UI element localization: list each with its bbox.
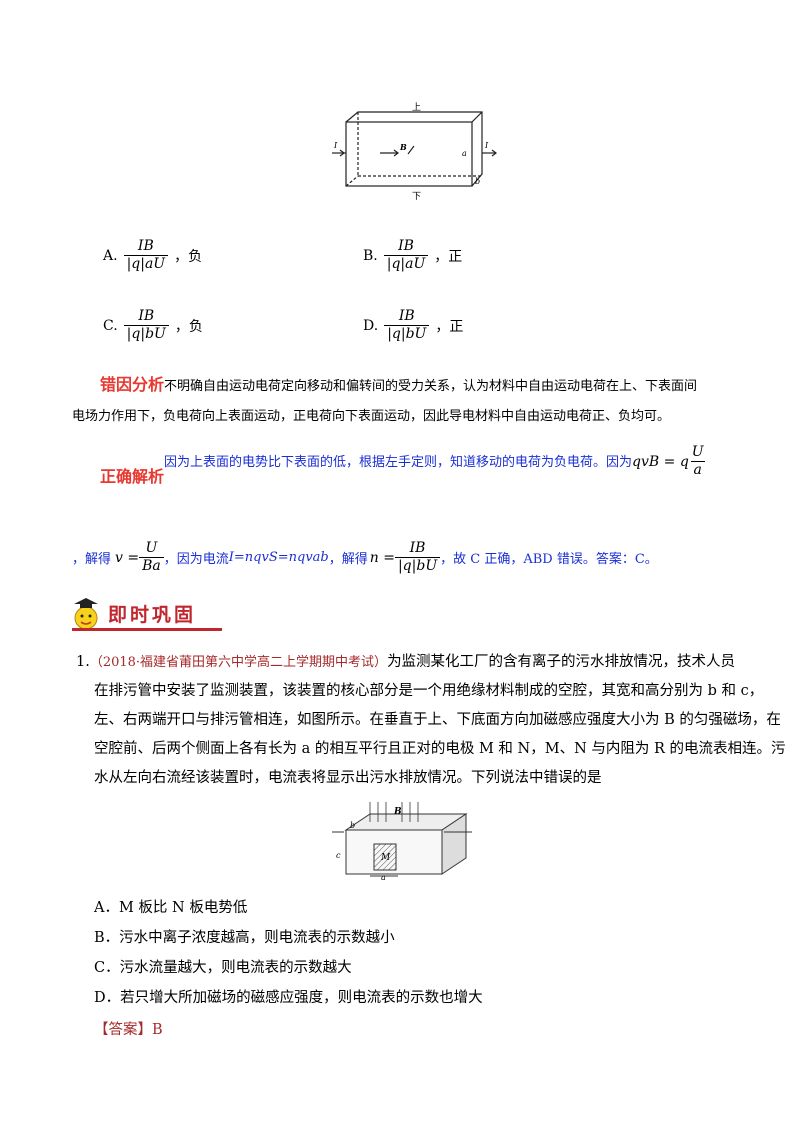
choice-b[interactable]: B．污水中离子浓度越高，则电流表的示数越小: [94, 930, 395, 946]
choice-c[interactable]: C．污水流量越大，则电流表的示数越大: [94, 960, 352, 976]
correct-analysis: 正确解析 因为上表面的电势比下表面的低，根据左手定则，知道移动的电荷为负电荷。因…: [100, 444, 800, 490]
svg-text:I: I: [484, 141, 489, 150]
svg-text:B: B: [393, 807, 402, 817]
option-c[interactable]: C. IB|q|bU ，负: [103, 308, 203, 342]
answer: 【答案】B: [94, 1022, 163, 1038]
option-b[interactable]: B. IB|q|aU ，正: [363, 238, 463, 272]
svg-text:B: B: [399, 142, 407, 152]
svg-text:a: a: [381, 873, 386, 880]
label-top: 上: [412, 102, 421, 113]
choice-d[interactable]: D．若只增大所加磁场的磁感应强度，则电流表的示数也增大: [94, 990, 483, 1006]
question-1: 1.（2018·福建省莆田第六中学高二上学期期中考试）为监测某化工厂的含有离子的…: [76, 654, 736, 670]
error-analysis-tag: 错因分析: [100, 375, 165, 394]
svg-text:I: I: [333, 141, 338, 150]
label-bottom: 下: [412, 192, 421, 202]
option-a[interactable]: A. IB|q|aU ，负: [103, 238, 203, 272]
svg-text:a: a: [462, 149, 467, 158]
svg-text:M: M: [380, 853, 391, 863]
cartoon-student-icon: [74, 598, 98, 630]
section-banner: 即时巩固: [64, 594, 224, 634]
svg-text:c: c: [336, 851, 341, 860]
correct-analysis-tag: 正确解析: [100, 467, 165, 486]
svg-text:b: b: [475, 177, 480, 186]
option-d[interactable]: D. IB|q|bU ，正: [363, 308, 464, 342]
error-analysis: 错因分析不明确自由运动电荷定向移动和偏转间的受力关系，认为材料中自由运动电荷在上…: [100, 375, 698, 394]
sewage-chamber-figure: B b c M a: [332, 802, 472, 880]
svg-text:b: b: [350, 821, 355, 830]
conductor-box-figure: 上 下 I I B a b: [332, 102, 497, 202]
choice-a[interactable]: A．M 板比 N 板电势低: [94, 900, 248, 916]
